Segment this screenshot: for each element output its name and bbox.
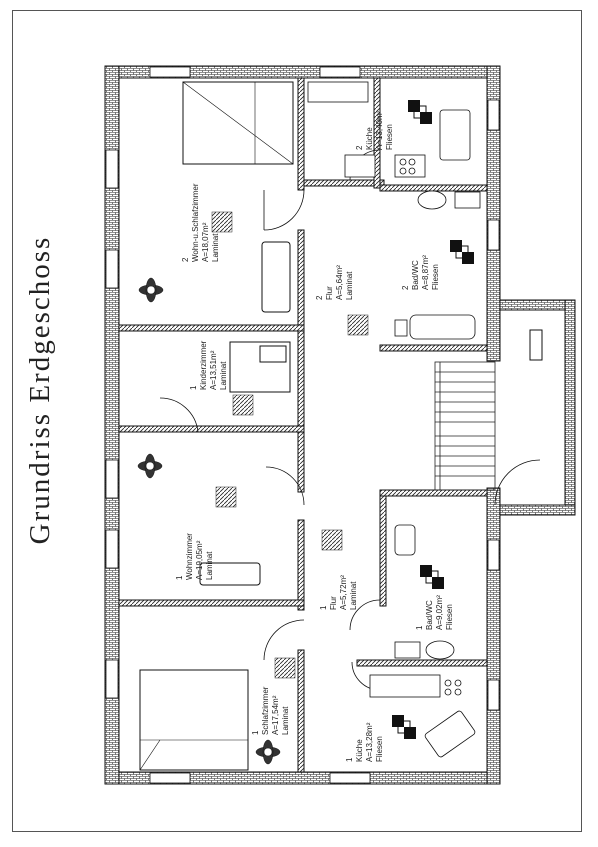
tile-symbols: [392, 100, 474, 739]
label-kueche-1: 1KücheA=13,28m²Fliesen: [345, 722, 384, 762]
room-floor: Laminat: [281, 706, 290, 735]
room-name: Flur: [329, 596, 338, 610]
room-area: A=19,05m²: [195, 540, 204, 580]
room-num: 1: [189, 385, 198, 390]
bed-upper: [182, 81, 294, 165]
interior-walls: [118, 77, 488, 773]
room-num: 1: [415, 625, 424, 630]
room-name: Wohn-u.Schlafzimmer: [191, 183, 200, 262]
room-name: Schlafzimmer: [261, 686, 270, 735]
wall-right-lower: [486, 487, 501, 785]
bath-upper: [394, 190, 481, 340]
room-num: 1: [175, 575, 184, 580]
kitchen-upper: [307, 81, 471, 178]
door-wohn-schlaf: [263, 189, 305, 231]
label-kueche-2: 2KücheA=13,40m²Fliesen: [355, 110, 394, 150]
room-floor: Laminat: [211, 233, 220, 262]
room-area: A=13,51m²: [209, 350, 218, 390]
label-wohn-schlafzimmer: 2Wohn-u.SchlafzimmerA=18,07m²Laminat: [181, 183, 220, 262]
entrance-annex: [494, 299, 576, 516]
room-area: A=5,64m²: [335, 265, 344, 300]
room-num: 2: [315, 295, 324, 300]
room-floor: Laminat: [219, 361, 228, 390]
kitchen-lower: [369, 674, 476, 758]
door-bad-1: [349, 599, 381, 631]
room-num: 2: [355, 145, 364, 150]
bath-lower: [394, 524, 455, 660]
room-floor: Laminat: [205, 551, 214, 580]
plants: [137, 277, 281, 765]
room-name: Wohnzimmer: [185, 533, 194, 580]
room-floor: Fliesen: [431, 264, 440, 290]
windows: [105, 66, 500, 784]
room-labels: 2Wohn-u.SchlafzimmerA=18,07m²Laminat 2Kü…: [175, 110, 454, 762]
label-kinderzimmer: 1KinderzimmerA=13,51m²Laminat: [189, 340, 228, 390]
room-num: 2: [401, 285, 410, 290]
room-floor: Fliesen: [375, 736, 384, 762]
sofas: [199, 241, 291, 586]
label-bad-1: 1Bad/WCA=9,02m²Fliesen: [415, 595, 454, 630]
room-area: A=9,02m²: [435, 595, 444, 630]
room-num: 1: [319, 605, 328, 610]
bed-kinder: [229, 341, 291, 393]
label-flur-2: 2FlurA=5,64m²Laminat: [315, 265, 354, 300]
staircase: [434, 361, 496, 491]
bed-lower: [139, 669, 249, 771]
label-wohnzimmer: 1WohnzimmerA=19,05m²Laminat: [175, 533, 214, 580]
page-frame: [12, 10, 582, 832]
laminate-symbols: [211, 211, 369, 679]
room-num: 1: [345, 757, 354, 762]
room-name: Bad/WC: [425, 600, 434, 630]
room-num: 2: [181, 257, 190, 262]
label-flur-1: 1FlurA=5,72m²Laminat: [319, 575, 358, 610]
room-name: Kinderzimmer: [199, 340, 208, 390]
wall-right-upper: [486, 65, 501, 362]
room-area: A=8,87m²: [421, 255, 430, 290]
room-area: A=17,54m²: [271, 695, 280, 735]
room-area: A=13,40m²: [375, 110, 384, 150]
door-schlafzimmer: [263, 619, 305, 661]
room-name: Bad/WC: [411, 260, 420, 290]
door-kinderzimmer: [159, 397, 199, 433]
room-name: Küche: [355, 739, 364, 762]
room-floor: Fliesen: [445, 604, 454, 630]
room-area: A=13,28m²: [365, 722, 374, 762]
wall-left: [104, 65, 120, 785]
room-floor: Laminat: [349, 581, 358, 610]
room-name: Küche: [365, 127, 374, 150]
room-name: Flur: [325, 286, 334, 300]
room-area: A=18,07m²: [201, 222, 210, 262]
room-floor: Laminat: [345, 271, 354, 300]
label-bad-2: 2Bad/WCA=8,87m²Fliesen: [401, 255, 440, 290]
room-floor: Fliesen: [385, 124, 394, 150]
door-wohnzimmer: [265, 466, 305, 506]
label-schlafzimmer: 1SchlafzimmerA=17,54m²Laminat: [251, 686, 290, 735]
room-num: 1: [251, 730, 260, 735]
room-area: A=5,72m²: [339, 575, 348, 610]
